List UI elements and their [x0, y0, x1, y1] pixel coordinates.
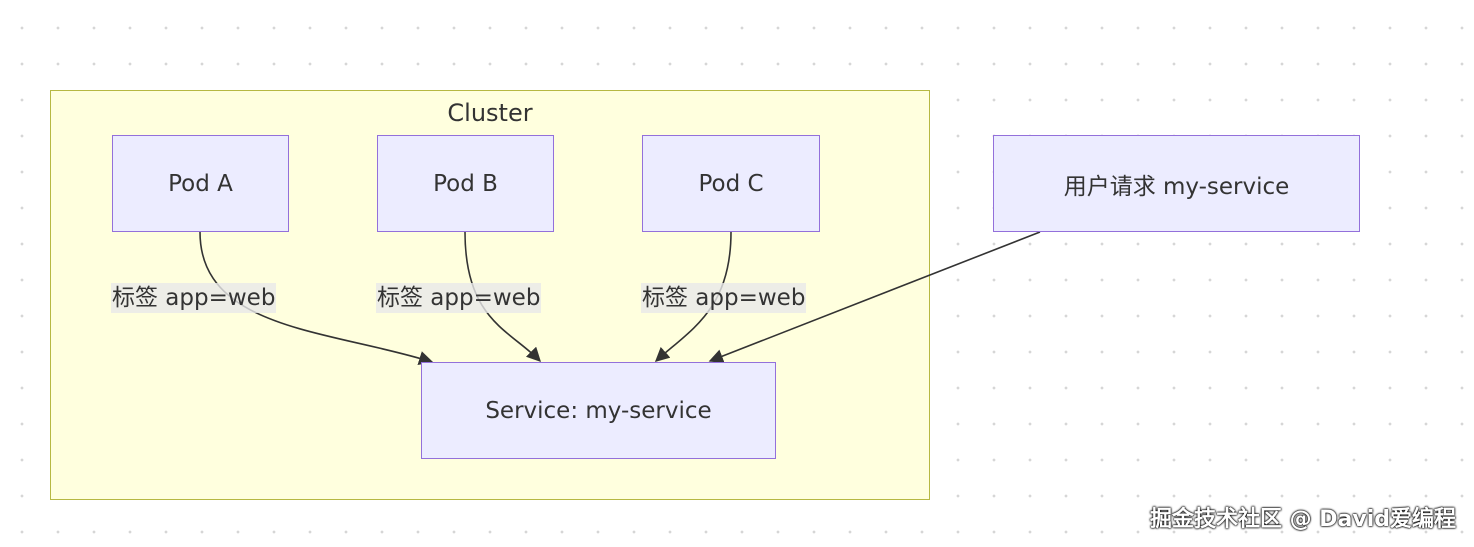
watermark: 掘金技术社区 @ David爱编程	[1149, 507, 1456, 532]
node-pod-a: Pod A	[112, 135, 289, 232]
edge-label-pod-c: 标签 app=web	[641, 283, 807, 313]
node-pod-c-label: Pod C	[698, 170, 764, 197]
edge-user-to-service	[708, 231, 1041, 363]
node-pod-b-label: Pod B	[433, 170, 498, 197]
node-pod-b: Pod B	[377, 135, 554, 232]
edge-label-pod-b: 标签 app=web	[376, 283, 542, 313]
cluster-title: Cluster	[447, 99, 533, 127]
node-pod-c: Pod C	[642, 135, 820, 232]
node-service-label: Service: my-service	[485, 397, 712, 424]
node-service: Service: my-service	[421, 362, 776, 459]
node-user-request-label: 用户请求 my-service	[1063, 173, 1290, 200]
edge-pod-b-to-service	[464, 231, 542, 363]
edge-label-pod-a: 标签 app=web	[111, 283, 277, 313]
edge-pod-c-to-service	[654, 231, 732, 362]
node-user-request: 用户请求 my-service	[993, 135, 1360, 232]
edge-pod-a-to-service	[199, 231, 434, 365]
node-pod-a-label: Pod A	[168, 170, 233, 197]
